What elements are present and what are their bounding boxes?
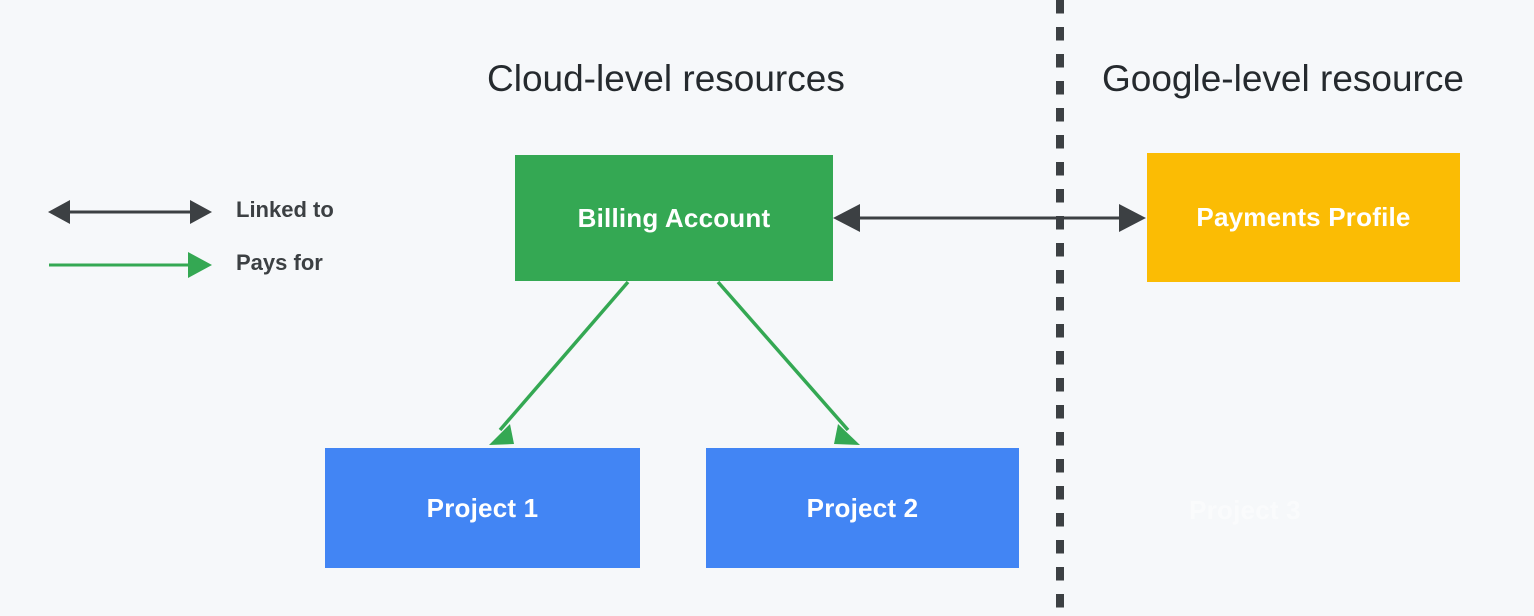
legend-label-pays-for: Pays for [236,250,323,275]
legend-label-linked-to: Linked to [236,197,334,222]
section-title-cloud-level: Cloud-level resources [487,58,845,99]
vertical-dotted-divider [1056,0,1064,616]
node-project-3[interactable]: Project 3 [1189,494,1301,525]
edge-billing-to-project1 [489,280,630,445]
edge-billing-to-project2 [716,280,860,445]
double-headed-arrow-icon [44,190,216,230]
node-project-1[interactable]: Project 1 [325,448,640,568]
node-payments-profile[interactable]: Payments Profile [1147,153,1460,282]
legend-item-pays-for: Pays for [44,243,394,283]
legend-item-linked-to: Linked to [44,190,394,230]
section-title-google-level: Google-level resource [1102,58,1464,99]
node-project-2[interactable]: Project 2 [706,448,1019,568]
legend: Linked to Pays for [44,190,394,290]
node-billing-account[interactable]: Billing Account [515,155,833,281]
single-headed-arrow-icon [44,243,216,283]
edge-billing-to-payments [833,204,1146,232]
